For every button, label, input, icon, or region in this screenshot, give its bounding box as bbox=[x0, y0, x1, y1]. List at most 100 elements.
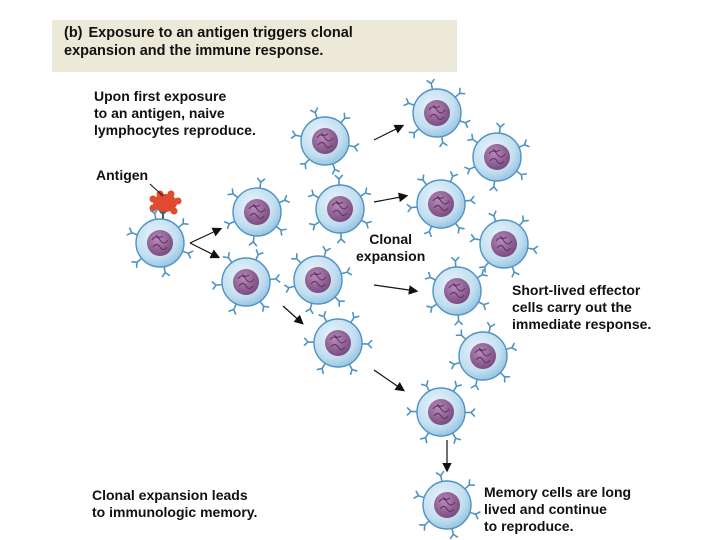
clone-cell bbox=[307, 174, 373, 244]
receptor bbox=[222, 252, 233, 264]
receptor bbox=[408, 127, 420, 139]
receptor bbox=[131, 257, 143, 269]
receptor bbox=[403, 97, 416, 107]
nucleus bbox=[428, 191, 454, 217]
cells-layer bbox=[126, 78, 539, 540]
memory-cells-caption: Memory cells are long lived and continue… bbox=[484, 484, 632, 534]
nucleus bbox=[434, 492, 460, 518]
effector-cell bbox=[449, 321, 517, 391]
nucleus bbox=[327, 196, 353, 222]
receptor bbox=[451, 432, 462, 444]
nucleus bbox=[305, 267, 331, 293]
receptor bbox=[467, 133, 479, 144]
title-band bbox=[52, 20, 457, 72]
receptor bbox=[450, 256, 460, 268]
receptor bbox=[275, 225, 287, 236]
receptor bbox=[496, 122, 505, 134]
arrow-naive-to-lower bbox=[189, 242, 221, 259]
receptor bbox=[331, 162, 341, 175]
receptor bbox=[347, 143, 360, 152]
receptor bbox=[291, 253, 302, 264]
receptor bbox=[228, 303, 238, 315]
receptor bbox=[511, 265, 520, 278]
receptor bbox=[454, 314, 464, 326]
receptor bbox=[322, 245, 331, 258]
receptor bbox=[361, 339, 373, 349]
receptor bbox=[458, 119, 471, 129]
chromatin bbox=[331, 200, 349, 216]
chromatin bbox=[329, 334, 347, 350]
receptor bbox=[478, 261, 490, 273]
chromatin bbox=[316, 132, 334, 148]
effector-cell bbox=[424, 256, 490, 326]
effector-cell bbox=[406, 170, 476, 238]
receptor bbox=[305, 302, 314, 315]
receptor bbox=[308, 220, 321, 231]
receptor bbox=[424, 271, 437, 281]
receptor bbox=[469, 511, 481, 520]
receptor bbox=[227, 188, 239, 199]
clonal-expansion-label: Clonal expansion bbox=[356, 231, 426, 264]
chromatin bbox=[448, 282, 466, 298]
receptor bbox=[464, 165, 476, 175]
receptor bbox=[177, 217, 189, 229]
nucleus bbox=[444, 278, 470, 304]
receptor bbox=[278, 194, 291, 204]
receptor bbox=[256, 177, 266, 189]
arrow-to-second-cell bbox=[373, 192, 409, 203]
receptor bbox=[339, 112, 351, 124]
memory-cell bbox=[413, 470, 481, 540]
receptor bbox=[470, 378, 480, 391]
panel-title: Exposure to an antigen triggers clonal e… bbox=[64, 25, 353, 59]
receptor bbox=[518, 139, 530, 149]
receptor bbox=[318, 310, 328, 323]
receptor bbox=[455, 329, 467, 341]
chromatin bbox=[237, 273, 255, 289]
nucleus bbox=[312, 128, 338, 154]
receptor bbox=[406, 407, 418, 416]
receptor bbox=[283, 284, 296, 293]
receptor bbox=[449, 361, 461, 370]
receptor bbox=[223, 220, 236, 230]
receptor bbox=[449, 527, 459, 540]
nucleus bbox=[325, 330, 351, 356]
receptor bbox=[413, 490, 425, 499]
receptor bbox=[161, 265, 171, 278]
receptor bbox=[303, 337, 315, 347]
chromatin bbox=[248, 203, 266, 219]
receptor bbox=[426, 303, 438, 313]
receptor bbox=[477, 301, 490, 311]
nucleus bbox=[491, 231, 517, 257]
nucleus bbox=[470, 343, 496, 369]
receptor bbox=[464, 479, 476, 490]
receptor bbox=[515, 170, 527, 181]
chromatin bbox=[432, 403, 450, 419]
antigen-molecule bbox=[149, 190, 182, 222]
receptor bbox=[449, 170, 459, 183]
receptor bbox=[419, 431, 430, 444]
receptor bbox=[435, 470, 445, 483]
receptor bbox=[349, 311, 360, 324]
arrow-to-top-cell bbox=[373, 124, 405, 141]
nucleus bbox=[484, 144, 510, 170]
arrow-to-lower-cell bbox=[373, 369, 405, 392]
effector-cells-caption: Short-lived effector cells carry out the… bbox=[512, 282, 652, 332]
clone-cell bbox=[283, 245, 353, 315]
nucleus bbox=[428, 399, 454, 425]
receptor bbox=[126, 227, 139, 236]
receptor bbox=[464, 408, 476, 417]
clone-cell bbox=[303, 310, 373, 376]
chromatin bbox=[309, 271, 327, 287]
receptor bbox=[452, 380, 463, 393]
nucleus bbox=[424, 100, 450, 126]
arrow-naive-to-upper bbox=[189, 227, 223, 244]
receptor bbox=[486, 321, 496, 334]
receptor bbox=[334, 296, 345, 307]
receptor bbox=[307, 189, 320, 199]
clone-cell bbox=[223, 177, 291, 247]
receptor bbox=[488, 210, 497, 223]
receptor bbox=[518, 215, 530, 227]
chromatin bbox=[432, 195, 450, 211]
receptor bbox=[290, 130, 303, 139]
